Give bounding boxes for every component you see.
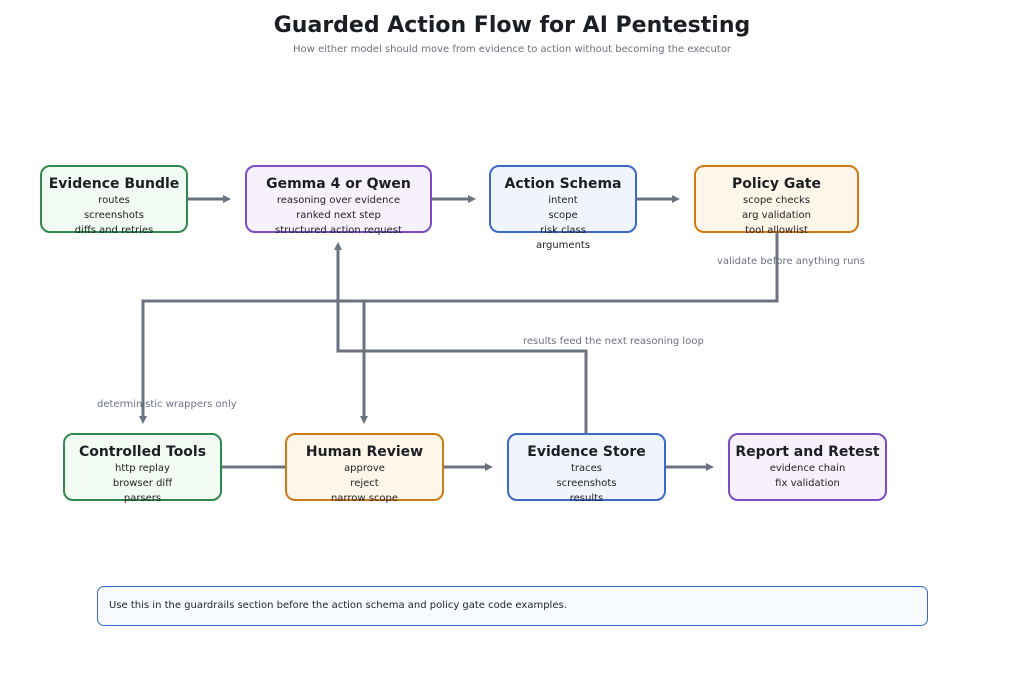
node-controlled-tools: Controlled Tools http replay browser dif… [63, 433, 222, 504]
node-title: Evidence Store [527, 444, 646, 460]
node-policy-gate: Policy Gate scope checks arg validation … [694, 165, 859, 236]
node-line: browser diff [112, 478, 173, 489]
node-line: reasoning over evidence [276, 195, 401, 206]
node-title: Policy Gate [732, 176, 821, 192]
edge-store-to-model [334, 242, 588, 433]
node-line: structured action request [275, 225, 402, 236]
node-line: routes [98, 195, 130, 206]
node-line: http replay [115, 463, 170, 474]
note-results-loop: results feed the next reasoning loop [523, 336, 704, 347]
note-validate: validate before anything runs [717, 256, 865, 267]
node-line: approve [344, 463, 385, 474]
diagram-title: Guarded Action Flow for AI Pentesting [273, 13, 751, 38]
node-title: Action Schema [504, 176, 622, 192]
node-line: screenshots [556, 478, 617, 489]
node-line: ranked next step [296, 210, 381, 221]
node-line: scope checks [743, 195, 810, 206]
node-model: Gemma 4 or Qwen reasoning over evidence … [245, 165, 432, 236]
node-evidence-store: Evidence Store traces screenshots result… [507, 433, 666, 504]
node-line: narrow scope [330, 493, 399, 504]
node-line: risk class [540, 225, 586, 236]
node-title: Controlled Tools [78, 444, 207, 460]
edge-gate-to-tools [139, 233, 779, 424]
node-line: screenshots [83, 210, 145, 221]
node-title: Gemma 4 or Qwen [266, 176, 411, 192]
footer-note: Use this in the guardrails section befor… [97, 586, 928, 626]
node-title: Evidence Bundle [48, 176, 180, 192]
diagram-subtitle: How either model should move from eviden… [292, 44, 732, 55]
node-evidence-bundle: Evidence Bundle routes screenshots diffs… [40, 165, 188, 236]
node-line: scope [548, 210, 578, 221]
node-human-review: Human Review approve reject narrow scope [285, 433, 444, 504]
node-report-retest: Report and Retest evidence chain fix val… [728, 433, 887, 501]
node-line: evidence chain [769, 463, 846, 474]
node-line: traces [570, 463, 603, 474]
node-title: Human Review [305, 444, 424, 460]
node-line: arg validation [742, 210, 811, 221]
node-line: diffs and retries [74, 225, 154, 236]
node-line: parsers [123, 493, 162, 504]
note-deterministic: deterministic wrappers only [97, 399, 237, 410]
node-action-schema: Action Schema intent scope risk class ar… [489, 165, 637, 251]
node-line: results [569, 493, 604, 504]
node-line: intent [548, 195, 578, 206]
node-line: tool allowlist [745, 225, 808, 236]
node-line: arguments [535, 240, 591, 251]
node-title: Report and Retest [735, 444, 880, 460]
node-line: fix validation [775, 478, 840, 489]
node-line: reject [350, 478, 379, 489]
